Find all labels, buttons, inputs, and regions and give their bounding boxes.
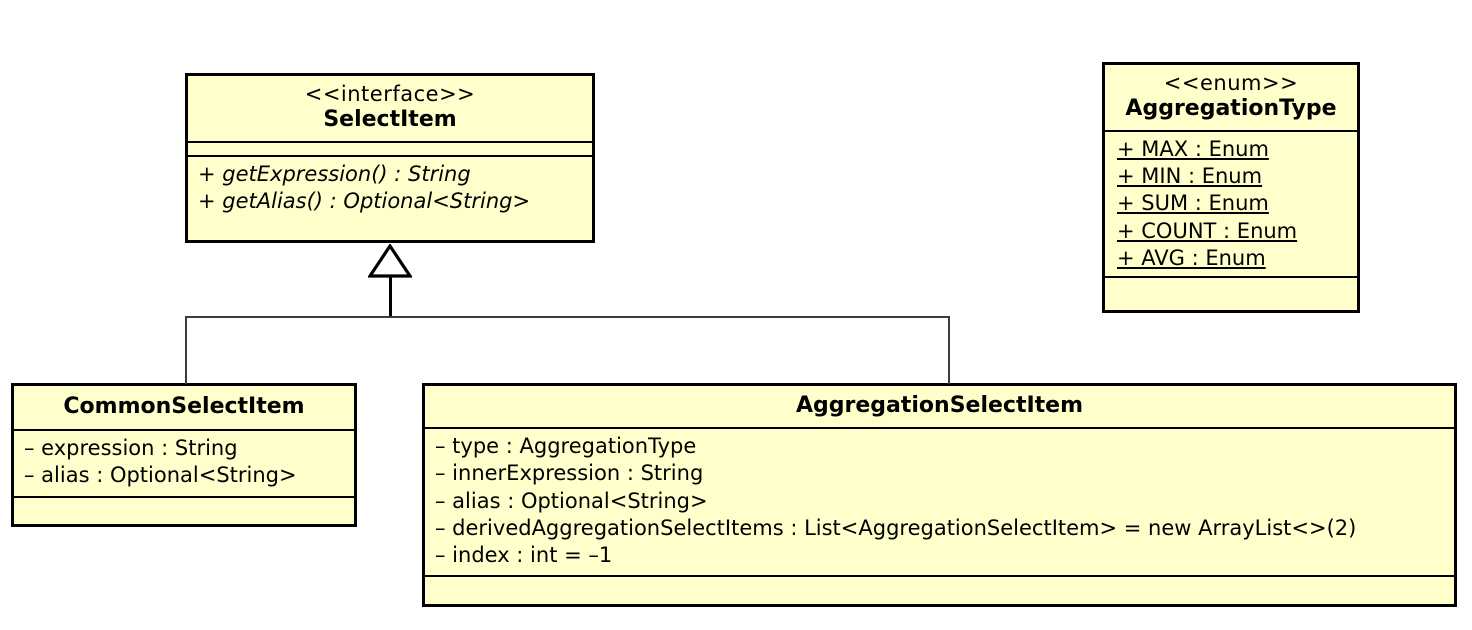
methods-compartment-select-item: + getExpression() : String + getAlias() … — [188, 154, 592, 222]
class-header-common-select-item: CommonSelectItem — [14, 386, 354, 429]
class-box-aggregation-type[interactable]: <<enum>> AggregationType + MAX : Enum + … — [1102, 62, 1360, 313]
enum-constant-row: + SUM : Enum — [1117, 191, 1269, 216]
class-header-aggregation-select-item: AggregationSelectItem — [425, 386, 1454, 427]
generalization-triangle-icon — [368, 244, 412, 278]
attribute-row: – expression : String — [24, 435, 238, 460]
class-name-aggregation-select-item: AggregationSelectItem — [795, 393, 1084, 418]
attribute-row: – alias : Optional<String> — [435, 488, 708, 513]
attribute-row: – index : int = –1 — [435, 543, 613, 568]
attributes-compartment-common-select-item: – expression : String – alias : Optional… — [14, 428, 354, 496]
class-header-aggregation-type: <<enum>> AggregationType — [1105, 65, 1357, 130]
methods-compartment-aggregation-select-item — [425, 575, 1454, 598]
generalization-branch-aggregation-select-item — [948, 316, 950, 384]
class-name-common-select-item: CommonSelectItem — [63, 394, 305, 419]
attribute-row: – type : AggregationType — [435, 433, 697, 458]
attribute-row: – derivedAggregationSelectItems : List<A… — [435, 515, 1357, 540]
generalization-branch-common-select-item — [185, 316, 187, 384]
enum-constant-row: + MAX : Enum — [1117, 136, 1269, 161]
constants-compartment-aggregation-type: + MAX : Enum + MIN : Enum + SUM : Enum +… — [1105, 129, 1357, 277]
attributes-compartment-aggregation-select-item: – type : AggregationType – innerExpressi… — [425, 426, 1454, 576]
generalization-stem — [389, 277, 392, 317]
method-row: + getExpression() : String — [198, 161, 471, 186]
generalization-bar — [185, 316, 950, 318]
class-box-common-select-item[interactable]: CommonSelectItem – expression : String –… — [11, 383, 357, 527]
stereotype-enum: <<enum>> — [1163, 71, 1299, 95]
enum-constant-row: + COUNT : Enum — [1117, 218, 1298, 243]
attributes-compartment-select-item — [188, 140, 592, 155]
attribute-row: – alias : Optional<String> — [24, 463, 297, 488]
enum-constant-row: + AVG : Enum — [1117, 245, 1266, 270]
methods-compartment-common-select-item — [14, 495, 354, 516]
methods-compartment-aggregation-type — [1105, 276, 1357, 295]
class-name-select-item: SelectItem — [323, 106, 457, 132]
class-name-aggregation-type: AggregationType — [1125, 95, 1337, 121]
class-box-select-item[interactable]: <<interface>> SelectItem + getExpression… — [185, 73, 595, 243]
attribute-row: – innerExpression : String — [435, 461, 704, 486]
class-header-select-item: <<interface>> SelectItem — [188, 76, 592, 141]
class-box-aggregation-select-item[interactable]: AggregationSelectItem – type : Aggregati… — [422, 383, 1457, 607]
enum-constant-row: + MIN : Enum — [1117, 164, 1263, 189]
stereotype-interface: <<interface>> — [304, 82, 476, 106]
method-row: + getAlias() : Optional<String> — [198, 189, 531, 214]
